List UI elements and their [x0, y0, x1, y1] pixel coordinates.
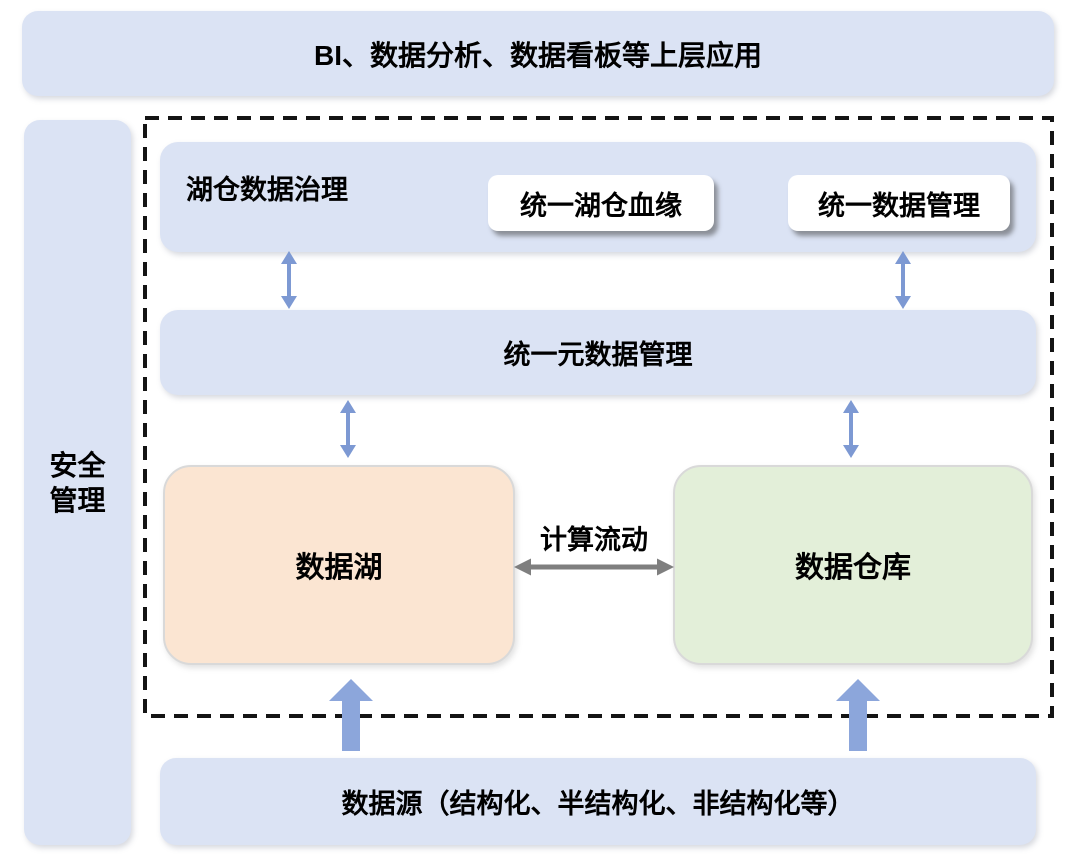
upper-applications-bar: BI、数据分析、数据看板等上层应用 — [22, 11, 1054, 96]
unified-data-management-badge: 统一数据管理 — [788, 175, 1010, 231]
unified-data-management-label: 统一数据管理 — [818, 190, 980, 221]
unified-lineage-badge: 统一湖仓血缘 — [488, 175, 714, 231]
compute-flow-arrow-icon — [514, 558, 674, 576]
unified-lineage-label: 统一湖仓血缘 — [520, 190, 682, 221]
governance-title: 湖仓数据治理 — [186, 175, 348, 205]
data-sources-label: 数据源（结构化、半结构化、非结构化等） — [341, 789, 855, 819]
data-sources-bar: 数据源（结构化、半结构化、非结构化等） — [160, 758, 1036, 845]
data-lake-label: 数据湖 — [295, 552, 383, 584]
data-warehouse-label: 数据仓库 — [794, 552, 911, 584]
ingest-arrow-right-icon — [836, 679, 880, 751]
data-lake-box: 数据湖 — [163, 465, 515, 665]
unified-metadata-panel: 统一元数据管理 — [160, 310, 1036, 395]
ingest-arrow-left-icon — [329, 679, 373, 751]
unified-metadata-label: 统一元数据管理 — [503, 340, 693, 370]
security-label-line1: 安全 — [49, 449, 106, 481]
compute-flow-label: 计算流动 — [540, 525, 648, 555]
dashed-boundary — [143, 116, 1054, 718]
governance-metadata-arrow-left-icon — [281, 251, 297, 309]
metadata-lake-arrow-icon — [340, 400, 356, 458]
security-label-line2: 管理 — [49, 484, 106, 516]
governance-metadata-arrow-right-icon — [895, 251, 911, 309]
lakehouse-governance-panel: 湖仓数据治理 统一湖仓血缘 统一数据管理 — [160, 142, 1036, 252]
security-management-sidebar: 安全 管理 — [24, 120, 131, 845]
data-warehouse-box: 数据仓库 — [673, 465, 1033, 665]
metadata-warehouse-arrow-icon — [843, 400, 859, 458]
upper-applications-label: BI、数据分析、数据看板等上层应用 — [313, 39, 762, 71]
